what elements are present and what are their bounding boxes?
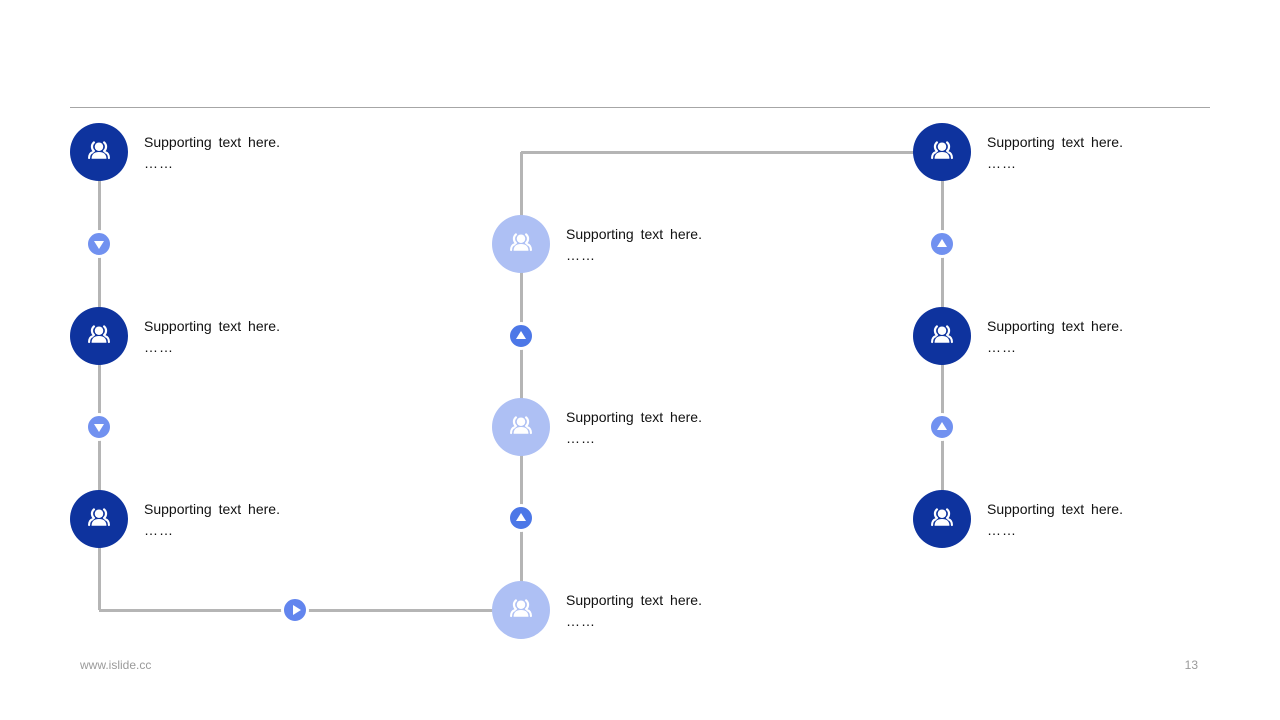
arrow-up-icon — [928, 413, 956, 441]
node-ellipsis: …… — [566, 247, 596, 263]
node-left-bottom: Supporting text here. …… — [70, 490, 370, 548]
node-text: Supporting text here. — [987, 501, 1123, 517]
people-icon — [87, 325, 111, 344]
people-icon — [87, 141, 111, 160]
connector-top-horizontal — [521, 150, 942, 154]
arrow-up-icon — [507, 322, 535, 350]
node-text: Supporting text here. — [144, 134, 280, 150]
node-ellipsis: …… — [566, 430, 596, 446]
people-icon — [509, 416, 533, 435]
node-right-top: Supporting text here. …… — [913, 123, 1213, 181]
arrow-right-icon — [281, 596, 309, 624]
person-node-circle — [70, 123, 128, 181]
connector-left-vertical — [97, 152, 101, 610]
node-ellipsis: …… — [144, 522, 174, 538]
node-ellipsis: …… — [987, 155, 1017, 171]
node-text: Supporting text here. — [144, 318, 280, 334]
arrow-down-icon — [85, 230, 113, 258]
node-left-top: Supporting text here. …… — [70, 123, 370, 181]
person-node-circle — [913, 123, 971, 181]
node-text: Supporting text here. — [566, 592, 702, 608]
node-center-top: Supporting text here. …… — [492, 215, 792, 273]
connector-bottom-horizontal — [99, 608, 521, 612]
top-divider — [70, 107, 1210, 108]
node-text: Supporting text here. — [566, 409, 702, 425]
people-icon — [930, 141, 954, 160]
people-icon — [509, 233, 533, 252]
person-node-circle — [492, 215, 550, 273]
people-icon — [930, 325, 954, 344]
node-text: Supporting text here. — [987, 318, 1123, 334]
person-node-circle — [492, 581, 550, 639]
node-center-middle: Supporting text here. …… — [492, 398, 792, 456]
person-node-circle — [492, 398, 550, 456]
node-ellipsis: …… — [566, 613, 596, 629]
node-text: Supporting text here. — [566, 226, 702, 242]
connector-center-vertical — [519, 152, 523, 610]
footer-url: www.islide.cc — [80, 658, 152, 672]
node-left-middle: Supporting text here. …… — [70, 307, 370, 365]
page-number: 13 — [1184, 658, 1198, 672]
people-icon — [509, 599, 533, 618]
people-icon — [930, 508, 954, 527]
node-ellipsis: …… — [144, 339, 174, 355]
arrow-down-icon — [85, 413, 113, 441]
node-ellipsis: …… — [987, 339, 1017, 355]
arrow-up-icon — [928, 230, 956, 258]
node-text: Supporting text here. — [987, 134, 1123, 150]
node-text: Supporting text here. — [144, 501, 280, 517]
node-right-bottom: Supporting text here. …… — [913, 490, 1213, 548]
person-node-circle — [70, 490, 128, 548]
person-node-circle — [913, 490, 971, 548]
node-ellipsis: …… — [144, 155, 174, 171]
node-right-middle: Supporting text here. …… — [913, 307, 1213, 365]
people-icon — [87, 508, 111, 527]
node-center-bottom: Supporting text here. …… — [492, 581, 792, 639]
person-node-circle — [70, 307, 128, 365]
node-ellipsis: …… — [987, 522, 1017, 538]
arrow-up-icon — [507, 504, 535, 532]
person-node-circle — [913, 307, 971, 365]
